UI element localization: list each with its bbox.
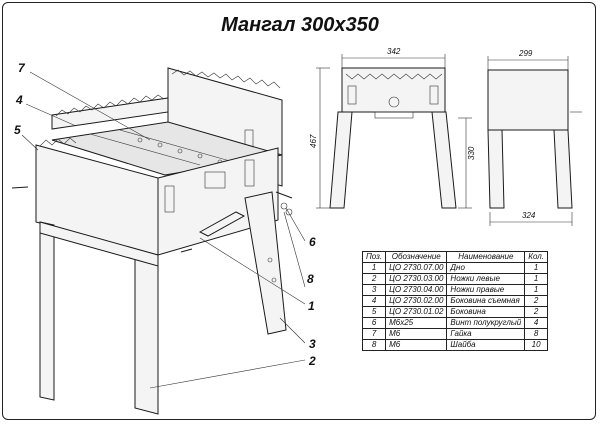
vent-slot-1 — [164, 185, 175, 213]
callout-2: 2 — [308, 354, 316, 368]
row-code: M6 — [385, 328, 448, 340]
row-name: Дно — [446, 262, 526, 274]
dim-side-width: 299 — [518, 49, 533, 58]
row-pos: 5 — [361, 306, 387, 318]
header-code: Обозначение — [385, 251, 448, 263]
dim-inner-height: 330 — [467, 146, 476, 160]
row-qty: 4 — [524, 317, 548, 329]
callout-8: 8 — [307, 272, 314, 286]
row-qty: 2 — [524, 295, 548, 307]
row-pos: 1 — [361, 262, 387, 274]
row-code: ЦО 2730.02.00 — [385, 295, 448, 307]
row-qty: 10 — [524, 339, 548, 351]
row-name: Гайка — [446, 328, 526, 340]
side-view — [487, 56, 582, 226]
row-code: ЦО 2730.07.00 — [385, 262, 448, 274]
left-leg-front — [39, 221, 55, 401]
dim-front-height: 467 — [309, 134, 318, 148]
row-qty: 2 — [524, 306, 548, 318]
right-leg — [244, 191, 287, 335]
row-name: Винт полукруглый — [446, 317, 526, 329]
row-pos: 6 — [361, 317, 387, 329]
row-name: Ножки левые — [446, 273, 526, 285]
row-name: Боковина — [446, 306, 526, 318]
header-qty: Кол. — [524, 251, 548, 263]
table-header-row: Поз. Обозначение Наименование Кол. — [361, 251, 548, 263]
drawing-title: Мангал 300x350 — [221, 14, 379, 36]
callout-4: 4 — [15, 93, 23, 107]
row-code: ЦО 2730.03.00 — [385, 273, 448, 285]
row-name: Ножки правые — [446, 284, 526, 296]
long-front-panel — [157, 147, 279, 256]
row-pos: 2 — [361, 273, 387, 285]
screw-right — [275, 191, 293, 199]
carry-handle — [198, 211, 246, 237]
row-code: ЦО 2730.01.02 — [385, 306, 448, 318]
row-pos: 4 — [361, 295, 387, 307]
screw-bottom — [180, 248, 193, 253]
dim-side-base: 324 — [522, 211, 536, 220]
row-qty: 1 — [524, 262, 548, 274]
row-qty: 8 — [524, 328, 548, 340]
callout-6: 6 — [309, 235, 316, 249]
row-code: M6x25 — [385, 317, 448, 329]
row-qty: 1 — [524, 273, 548, 285]
header-name: Наименование — [446, 251, 526, 263]
row-pos: 3 — [361, 284, 387, 296]
left-leg-bridge — [39, 221, 159, 267]
row-code: M6 — [385, 339, 448, 351]
callout-7: 7 — [18, 61, 26, 75]
row-qty: 1 — [524, 284, 548, 296]
front-view — [316, 54, 472, 209]
callout-1: 1 — [308, 299, 315, 313]
screw-left — [11, 186, 29, 189]
left-leg-back — [134, 249, 159, 415]
header-pos: Поз. — [361, 251, 387, 263]
sheet-frame — [2, 2, 596, 420]
row-name: Шайба — [446, 339, 526, 351]
callout-3: 3 — [309, 337, 316, 351]
row-code: ЦО 2730.04.00 — [385, 284, 448, 296]
row-name: Боковина съемная — [446, 295, 526, 307]
dim-front-width: 342 — [387, 47, 401, 56]
isometric-assembly — [11, 67, 306, 415]
row-pos: 8 — [361, 339, 387, 351]
callout-5: 5 — [14, 123, 21, 137]
vent-slot-3 — [244, 159, 255, 187]
vent-slot-2 — [204, 171, 226, 189]
row-pos: 7 — [361, 328, 387, 340]
